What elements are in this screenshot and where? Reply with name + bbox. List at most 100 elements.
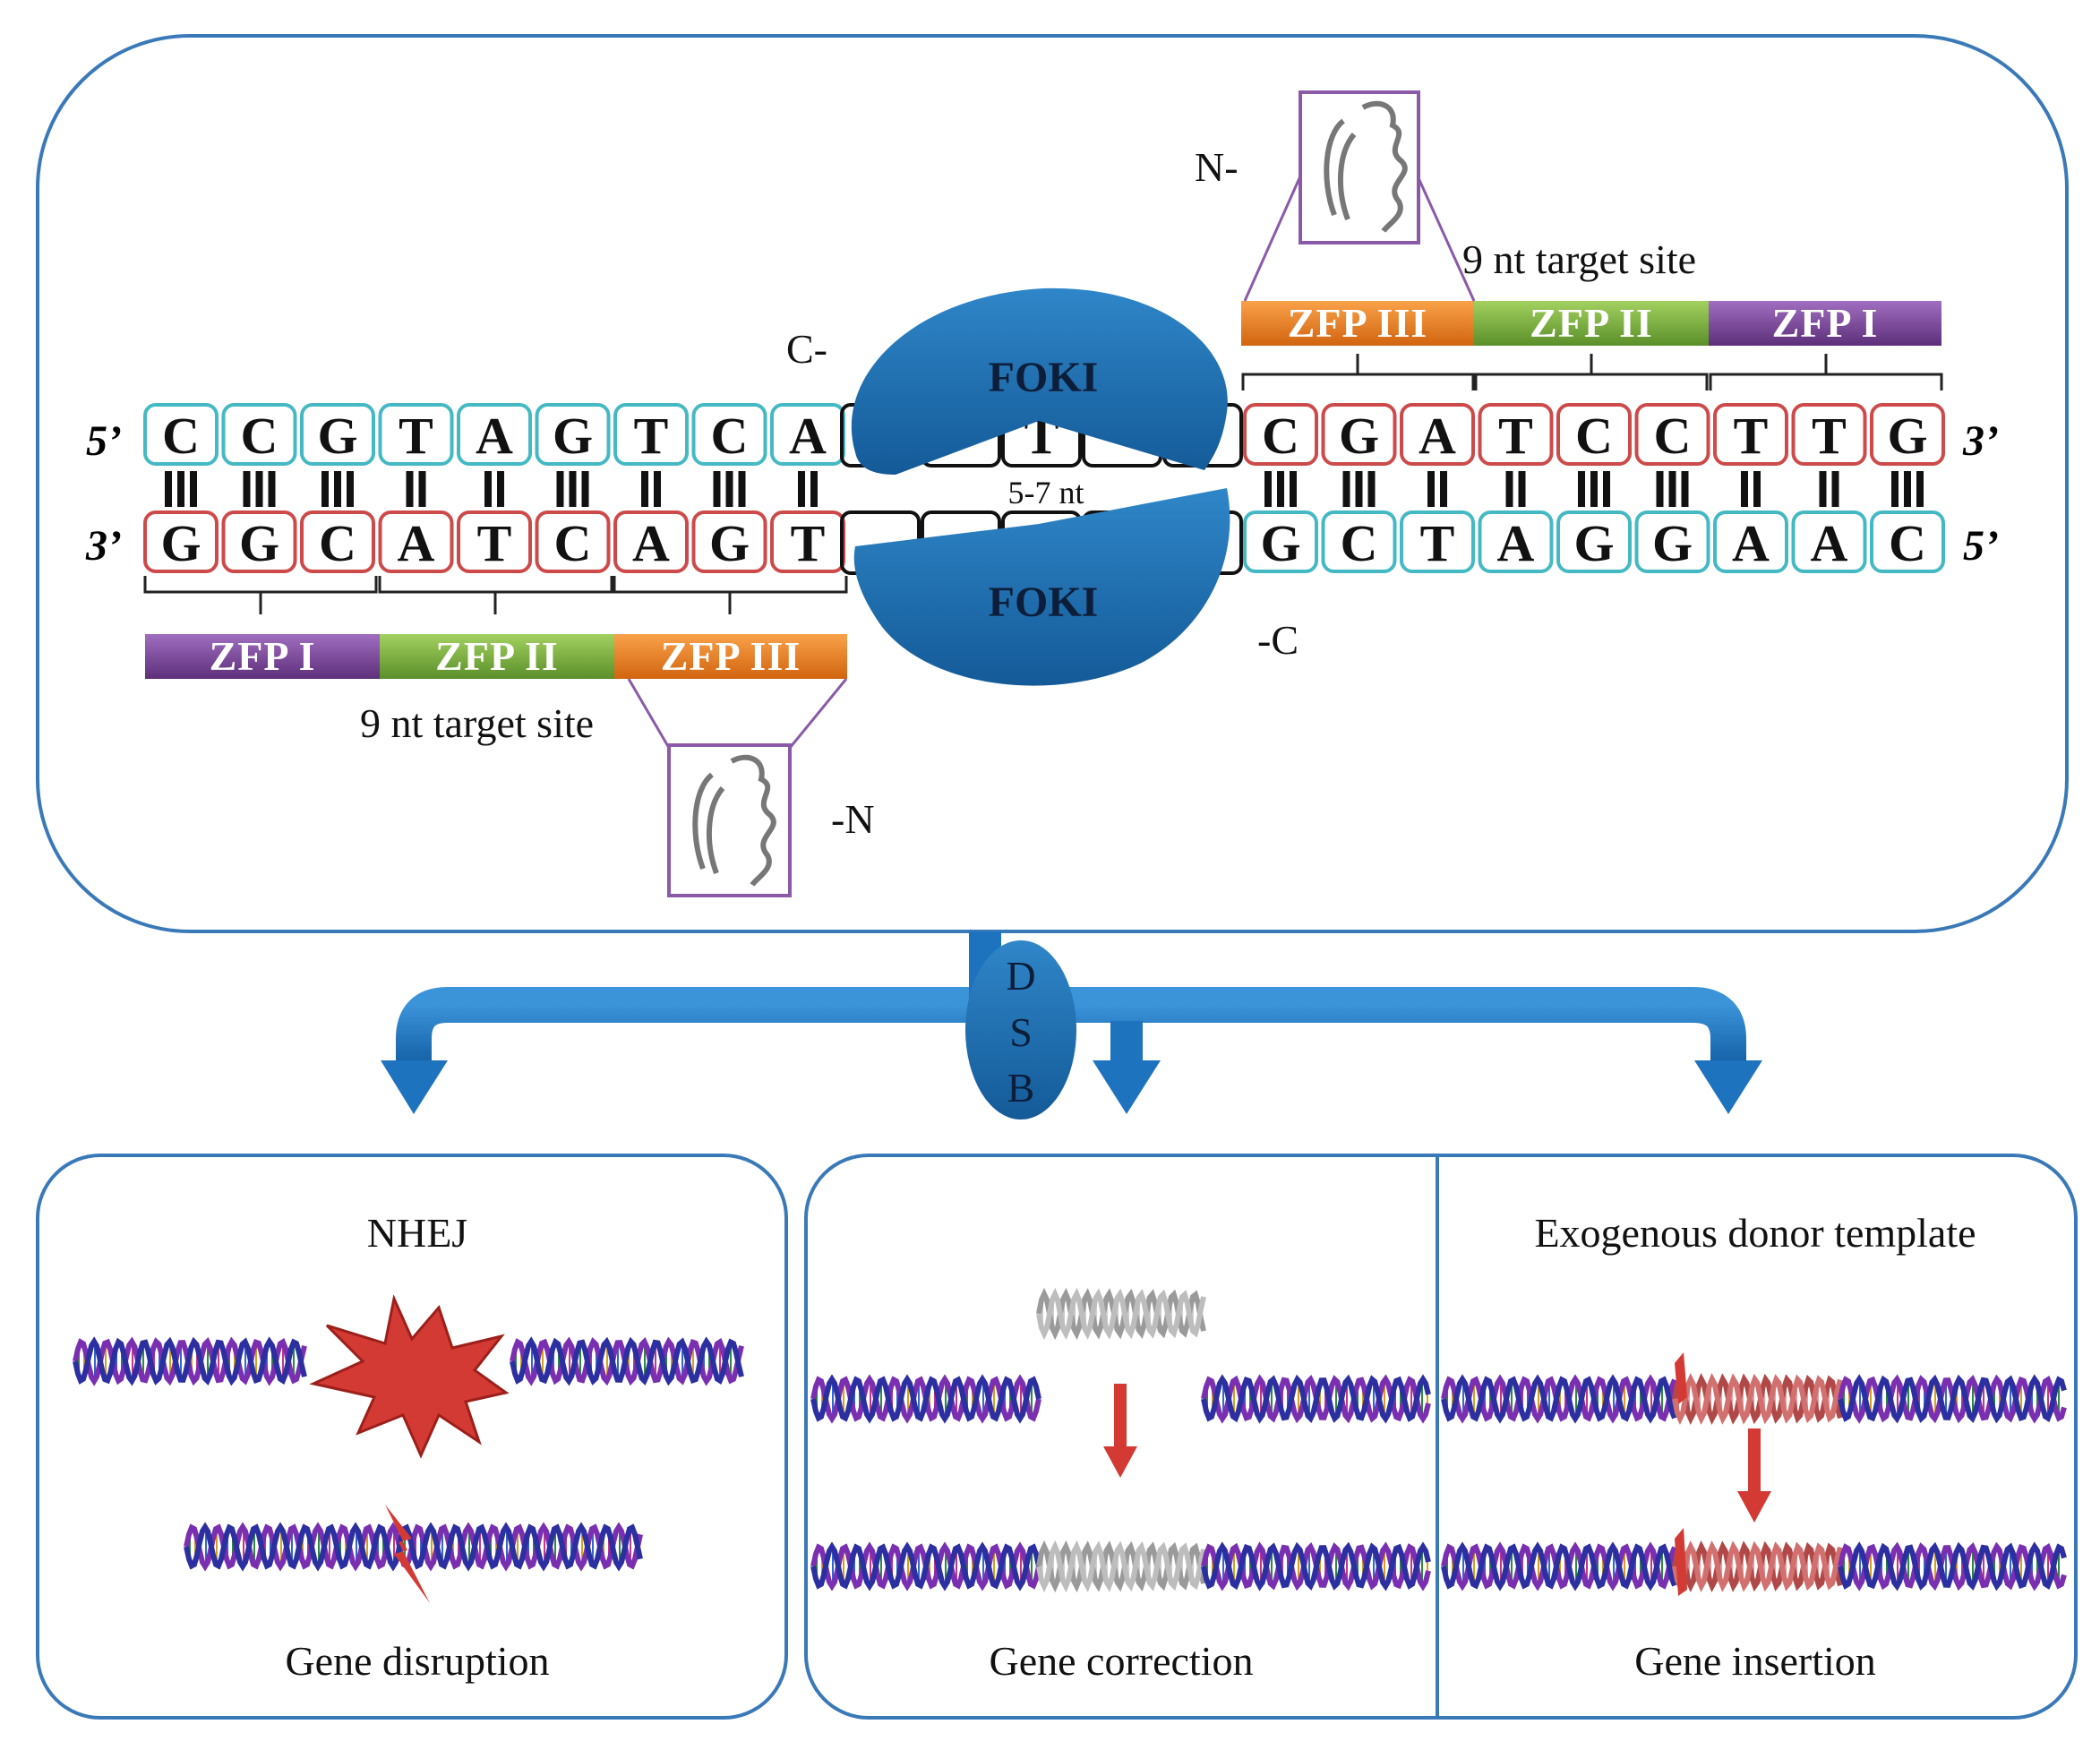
hydrogen-bond: [725, 471, 733, 507]
dsb-branch-arrows: [381, 931, 1762, 1119]
dna-helix: [1441, 1541, 1677, 1591]
nucleotide-base: T: [1812, 407, 1847, 465]
hydrogen-bond: [1904, 471, 1911, 507]
dna-helix: [184, 1522, 643, 1572]
hydrogen-bond: [1518, 471, 1526, 507]
top-c-terminal: C-: [786, 326, 827, 372]
nucleotide-box: [1321, 403, 1397, 466]
nucleotide-base: A: [398, 514, 435, 572]
nucleotide-box: [457, 403, 532, 466]
hydrogen-bond: [1819, 471, 1827, 507]
svg-text:ZFP III: ZFP III: [1288, 300, 1428, 346]
hydrogen-bond: [1264, 471, 1272, 507]
right-target-brackets: [1241, 354, 1943, 390]
nucleotide-base: G: [317, 407, 357, 465]
dna-helix: [1036, 1287, 1206, 1341]
right-zfp-3: [1241, 301, 1474, 346]
hydrogen-bond: [190, 471, 197, 507]
nhej-lightning-icon: [385, 1505, 430, 1603]
left-zfp-3: [614, 634, 847, 679]
nucleotide-base: G: [1887, 407, 1927, 465]
nucleotide-base: T: [399, 407, 433, 465]
nucleotide-box: [378, 510, 454, 573]
dna-helix: [1036, 1540, 1206, 1593]
dsb-letter-b: B: [1007, 1065, 1035, 1111]
nucleotide-box: [535, 510, 611, 573]
hydrogen-bond: [1290, 471, 1297, 507]
hydrogen-bond: [406, 471, 414, 507]
nucleotide-box: [1634, 510, 1710, 573]
hydrogen-bond: [1277, 471, 1284, 507]
left-bottom-end-label: 3’: [85, 522, 122, 570]
nucleotide-base: G: [160, 514, 201, 572]
hydrogen-bond: [418, 471, 426, 507]
top-n-terminal: N-: [1195, 144, 1239, 190]
nucleotide-base: A: [1732, 514, 1770, 572]
foki-top-label: FOKI: [989, 354, 1099, 401]
left-zfp-2: [380, 634, 614, 679]
hydrogen-bond: [1681, 471, 1689, 507]
hydrogen-bond: [1440, 471, 1447, 507]
nucleotide-box: [1870, 403, 1945, 466]
insertion-title: Exogenous donor template: [1534, 1210, 1976, 1256]
nucleotide-base: C: [554, 514, 592, 572]
nucleotide-box: [535, 403, 611, 466]
left-target-site-label: 9 nt target site: [360, 700, 594, 746]
nucleotide-base: G: [1652, 514, 1693, 572]
arrow-to-insertion: [1694, 1060, 1762, 1114]
nucleotide-base: A: [1811, 514, 1848, 572]
nucleotide-box: [613, 403, 689, 466]
nucleotide-base: C: [711, 407, 749, 465]
dna-helices: [73, 1287, 2067, 1593]
nucleotide-box: [221, 510, 297, 573]
nucleotide-base: A: [632, 514, 670, 572]
dna-helix: [810, 1374, 1041, 1424]
dna-helix: [1201, 1541, 1431, 1591]
top-panel: [36, 34, 2069, 933]
dna-helix: [810, 1541, 1041, 1591]
left-zfp-1: [145, 634, 380, 679]
hydrogen-bond: [255, 471, 263, 507]
nucleotide-base: C: [319, 514, 356, 572]
svg-text:ZFP I: ZFP I: [210, 633, 316, 679]
base-pair-bonds-left: [165, 471, 818, 507]
nhej-caption: Gene disruption: [285, 1638, 549, 1684]
nucleotide-base: G: [709, 514, 750, 572]
nucleotide-base: A: [1497, 514, 1535, 572]
nucleotide-box: [457, 510, 532, 573]
hydrogen-bond: [243, 471, 251, 507]
svg-text:ZFP I: ZFP I: [1772, 300, 1879, 346]
hydrogen-bond: [654, 471, 661, 507]
nucleotide-box: [691, 403, 767, 466]
hydrogen-bond: [347, 471, 354, 507]
hydrogen-bond: [1753, 471, 1761, 507]
right-zfp-2: [1474, 301, 1709, 346]
hydrogen-bond: [641, 471, 648, 507]
hydrogen-bond: [334, 471, 341, 507]
nucleotide-box: [1321, 510, 1397, 573]
bottom-c-terminal: -C: [1257, 617, 1299, 663]
hydrogen-bond: [1916, 471, 1924, 507]
nucleotide-box: [1400, 403, 1475, 466]
dsb-starburst-icon: [309, 1294, 510, 1459]
nucleotide-base: C: [241, 407, 279, 465]
nucleotide-box: [1243, 403, 1318, 466]
nucleotide-box: [221, 403, 297, 466]
nhej-panel: [36, 1154, 788, 1720]
hydrogen-bond: [1603, 471, 1610, 507]
left-target-brackets: [143, 576, 848, 614]
nucleotide-box: [1791, 510, 1867, 573]
dsb-letter-d: D: [1006, 953, 1035, 999]
dna-helix: [1838, 1374, 2067, 1424]
nucleotide-base: G: [553, 407, 593, 465]
hydrogen-bond: [581, 471, 589, 507]
hydrogen-bond: [1668, 471, 1676, 507]
hdr-panel: [804, 1154, 2078, 1720]
dna-helix: [73, 1336, 307, 1386]
nhej-title: NHEJ: [367, 1210, 467, 1256]
nucleotide-base: T: [634, 407, 669, 465]
